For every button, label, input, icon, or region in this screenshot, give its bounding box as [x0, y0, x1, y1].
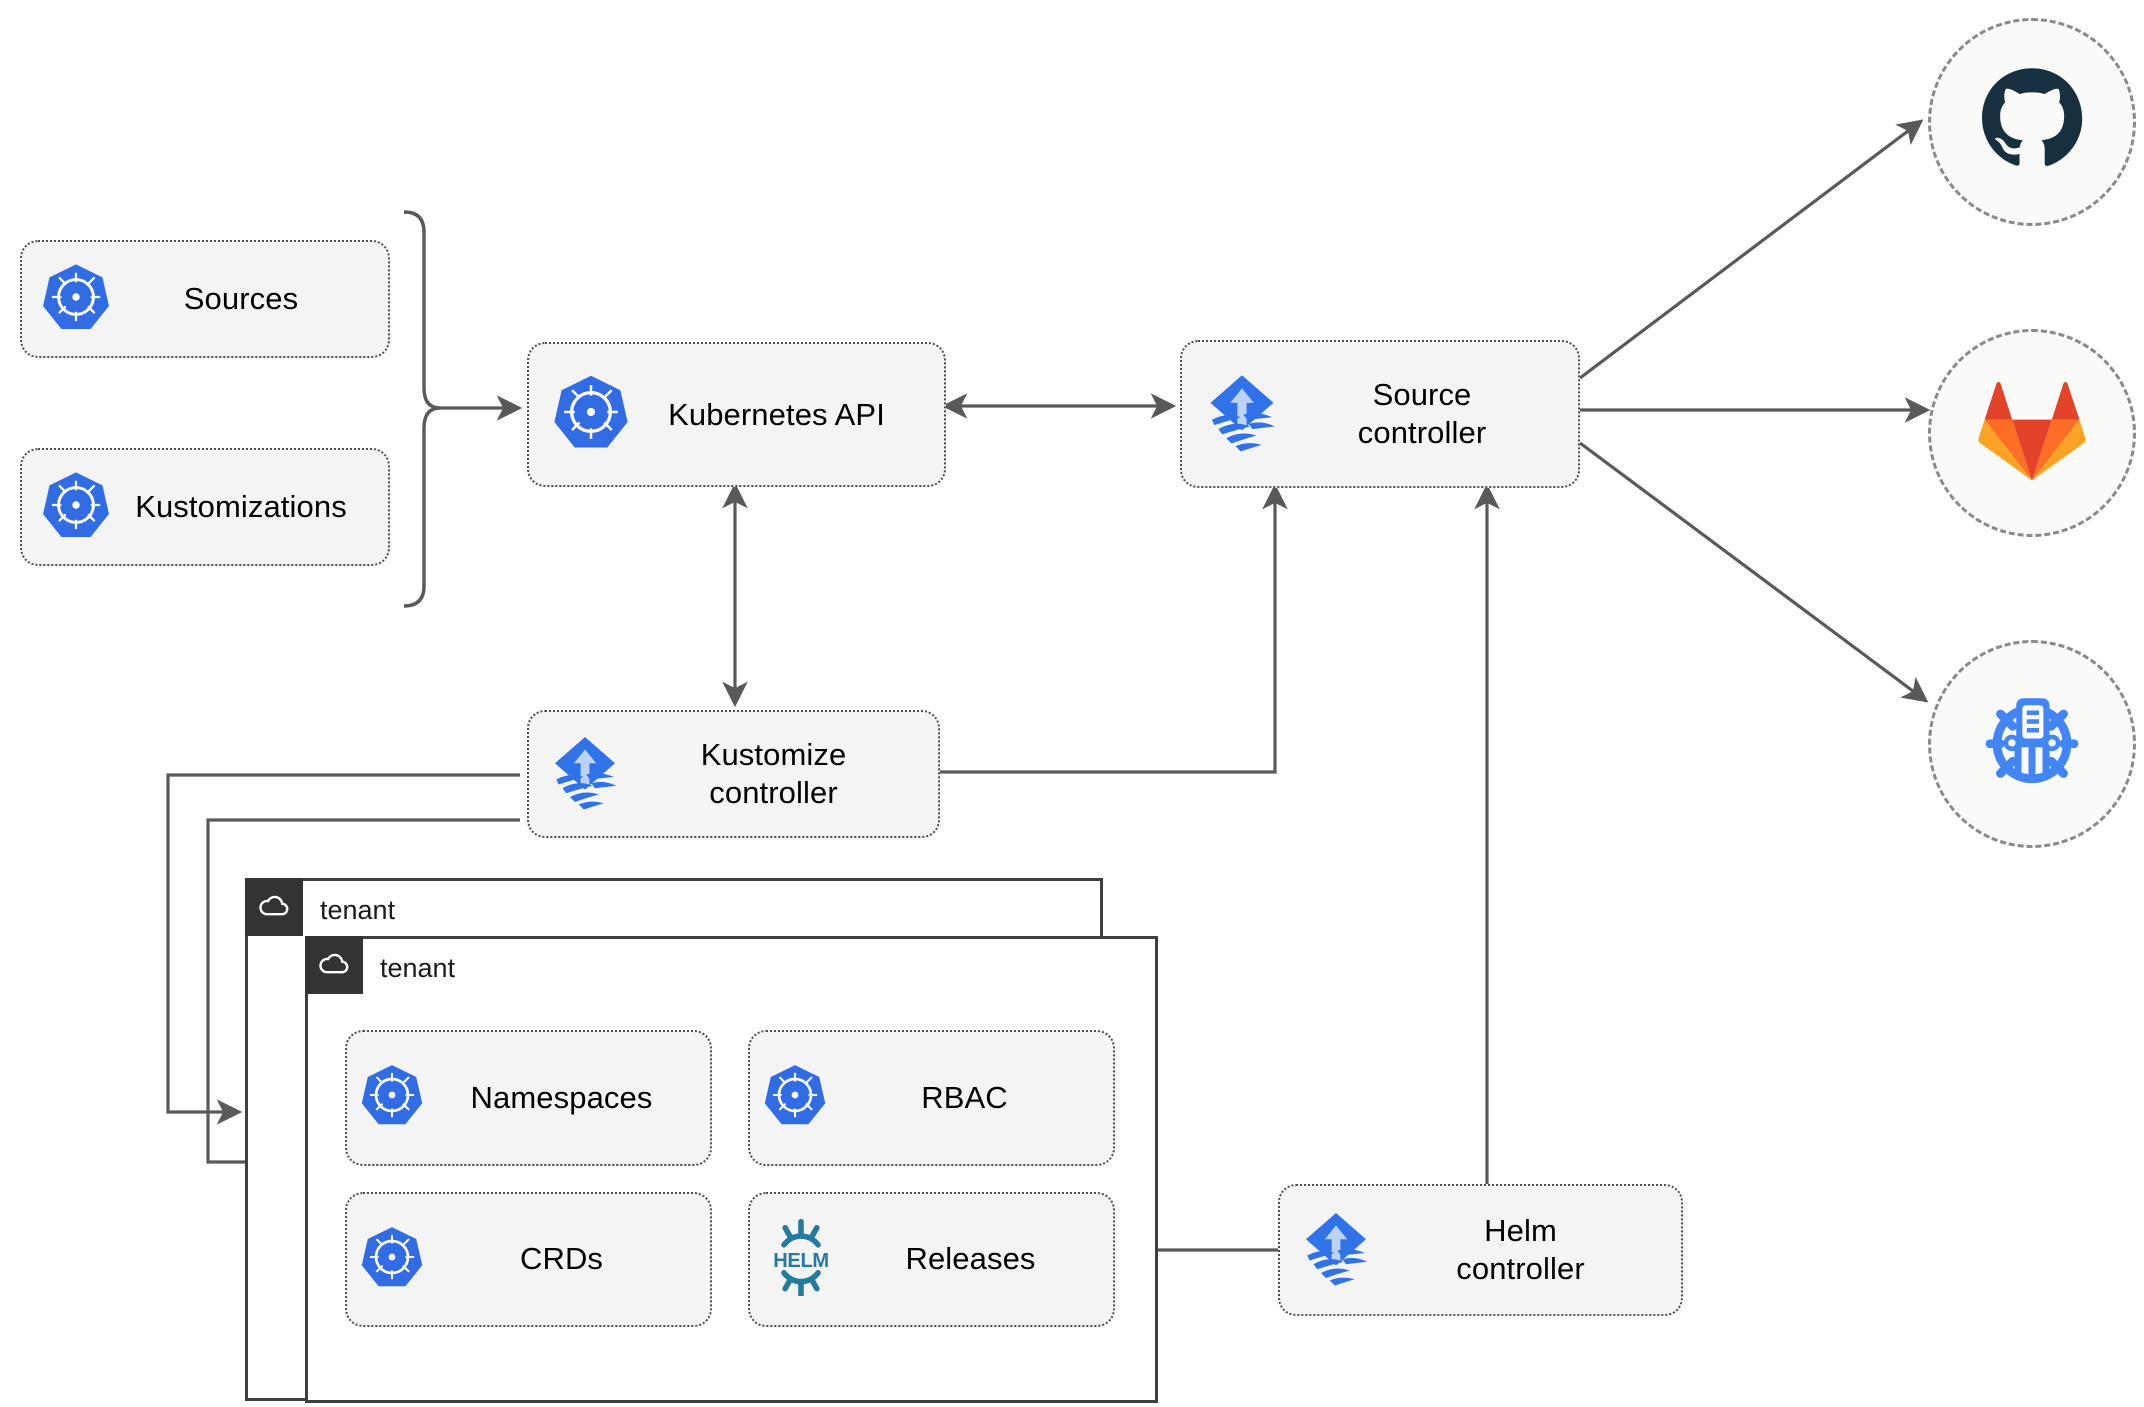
gitlab-icon: [1978, 377, 2086, 490]
tenant-resource-releases[interactable]: HELM Releases: [748, 1191, 1115, 1327]
tenant-label: tenant: [320, 895, 396, 925]
resource-node-kustomizations[interactable]: Kustomizations: [20, 448, 390, 566]
kubernetes-api-label: Kubernetes API: [668, 396, 885, 432]
kubernetes-api-node[interactable]: Kubernetes API: [527, 342, 946, 487]
provider-gitlab[interactable]: [1928, 329, 2136, 537]
tenant-resource-grid: Namespaces RBAC: [345, 1030, 1115, 1327]
tenant-resource-label: CRDs: [519, 1241, 604, 1277]
flux-icon: [1296, 1208, 1376, 1293]
kustomize-controller-label: Kustomize controller: [700, 737, 847, 810]
provider-helm-repository[interactable]: [1928, 640, 2136, 848]
flux-icon: [545, 732, 625, 817]
cloud-icon: [257, 888, 291, 927]
helm-controller-node[interactable]: Helm controller: [1278, 1184, 1683, 1316]
tenant-resource-crds[interactable]: CRDs: [345, 1191, 712, 1327]
resource-node-sources[interactable]: Sources: [20, 240, 390, 358]
cloud-icon: [317, 946, 351, 985]
tenant-label: tenant: [380, 953, 456, 983]
helm-icon: HELM: [762, 1218, 840, 1301]
kubernetes-icon: [762, 1062, 828, 1133]
helm-chart-repository-icon: [1976, 686, 2088, 803]
tenant-resource-label: Namespaces: [470, 1079, 653, 1115]
tenant-resource-label: Releases: [905, 1241, 1036, 1277]
flux-icon: [1200, 370, 1284, 459]
kubernetes-icon: [359, 1062, 425, 1133]
svg-text:HELM: HELM: [773, 1250, 828, 1272]
kubernetes-icon: [40, 469, 112, 546]
source-controller-node[interactable]: Source controller: [1180, 340, 1580, 488]
kubernetes-icon: [359, 1224, 425, 1295]
helm-controller-label: Helm controller: [1456, 1213, 1585, 1286]
kubernetes-icon: [551, 372, 631, 457]
github-icon: [1978, 66, 2086, 179]
tenant-tab: [245, 878, 303, 936]
source-controller-label: Source controller: [1357, 377, 1487, 450]
tenant-resource-label: RBAC: [921, 1079, 1008, 1115]
tenant-resource-rbac[interactable]: RBAC: [748, 1030, 1115, 1166]
kustomize-controller-node[interactable]: Kustomize controller: [527, 710, 940, 838]
resource-label: Sources: [183, 281, 299, 317]
tenant-resource-namespaces[interactable]: Namespaces: [345, 1030, 712, 1166]
resource-label: Kustomizations: [135, 489, 347, 525]
kubernetes-icon: [40, 261, 112, 338]
provider-github[interactable]: [1928, 18, 2136, 226]
tenant-tab: [305, 936, 363, 994]
